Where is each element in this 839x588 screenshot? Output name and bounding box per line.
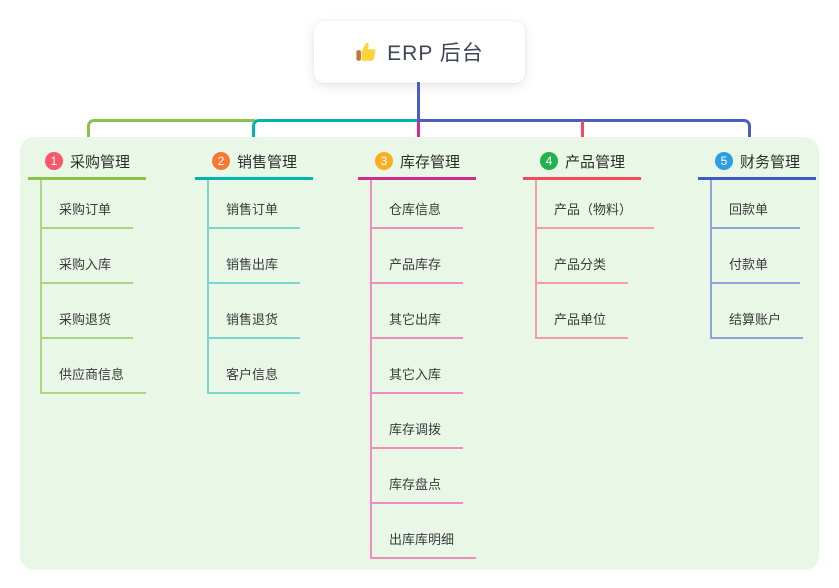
child-node[interactable]: 其它出库 [372, 284, 464, 339]
branch-children: 采购订单采购入库采购退货供应商信息 [40, 180, 147, 394]
child-node[interactable]: 供应商信息 [42, 339, 147, 394]
child-node[interactable]: 仓库信息 [372, 180, 464, 229]
child-node[interactable]: 客户信息 [209, 339, 301, 394]
child-node[interactable]: 销售退货 [209, 284, 301, 339]
branch-children: 回款单付款单结算账户 [710, 180, 804, 339]
branch-label: 库存管理 [400, 153, 461, 171]
branch-index-badge: 1 [45, 152, 63, 170]
branch-node[interactable]: 5 财务管理 [698, 137, 816, 180]
child-node[interactable]: 库存调拨 [372, 394, 464, 449]
mindmap-group-panel: 1 采购管理 采购订单采购入库采购退货供应商信息 2 销售管理 销售订单销售出库… [20, 137, 819, 570]
branch: 5 财务管理 回款单付款单结算账户 [698, 137, 816, 339]
thumbs-up-icon [355, 41, 377, 63]
branch: 4 产品管理 产品（物料）产品分类产品单位 [523, 137, 655, 339]
branch-index-badge: 2 [212, 152, 230, 170]
branch-label: 采购管理 [70, 153, 131, 171]
child-node[interactable]: 采购入库 [42, 229, 134, 284]
connector-branch-2 [252, 119, 419, 146]
branch-children: 仓库信息产品库存其它出库其它入库库存调拨库存盘点出库库明细 [370, 180, 477, 559]
connector-branch-3-drop [417, 121, 420, 146]
child-node[interactable]: 产品库存 [372, 229, 464, 284]
child-node[interactable]: 库存盘点 [372, 449, 464, 504]
branch-label: 财务管理 [740, 153, 801, 171]
connector-branch-1 [87, 119, 255, 146]
child-node[interactable]: 回款单 [712, 180, 800, 229]
root-node[interactable]: ERP 后台 [314, 21, 525, 83]
branch-label: 产品管理 [565, 153, 626, 171]
child-node[interactable]: 其它入库 [372, 339, 464, 394]
child-node[interactable]: 出库库明细 [372, 504, 477, 559]
child-node[interactable]: 销售出库 [209, 229, 301, 284]
branch: 1 采购管理 采购订单采购入库采购退货供应商信息 [28, 137, 147, 394]
branch-index-badge: 5 [715, 152, 733, 170]
connector-branch-4-drop [581, 121, 584, 146]
child-node[interactable]: 产品分类 [537, 229, 629, 284]
child-node[interactable]: 产品单位 [537, 284, 629, 339]
child-node[interactable]: 产品（物料） [537, 180, 655, 229]
branch: 3 库存管理 仓库信息产品库存其它出库其它入库库存调拨库存盘点出库库明细 [358, 137, 477, 559]
branch-node[interactable]: 3 库存管理 [358, 137, 476, 180]
connector-branch-5 [417, 119, 751, 146]
branch-index-badge: 4 [540, 152, 558, 170]
branch-node[interactable]: 4 产品管理 [523, 137, 641, 180]
branch: 2 销售管理 销售订单销售出库销售退货客户信息 [195, 137, 313, 394]
child-node[interactable]: 付款单 [712, 229, 800, 284]
branch-node[interactable]: 2 销售管理 [195, 137, 313, 180]
connector-root-stem [417, 82, 420, 121]
branch-index-badge: 3 [375, 152, 393, 170]
root-label: ERP 后台 [387, 42, 484, 65]
child-node[interactable]: 采购退货 [42, 284, 134, 339]
branch-children: 产品（物料）产品分类产品单位 [535, 180, 655, 339]
branch-node[interactable]: 1 采购管理 [28, 137, 146, 180]
branch-label: 销售管理 [237, 153, 298, 171]
child-node[interactable]: 采购订单 [42, 180, 134, 229]
branch-children: 销售订单销售出库销售退货客户信息 [207, 180, 301, 394]
child-node[interactable]: 结算账户 [712, 284, 804, 339]
child-node[interactable]: 销售订单 [209, 180, 301, 229]
